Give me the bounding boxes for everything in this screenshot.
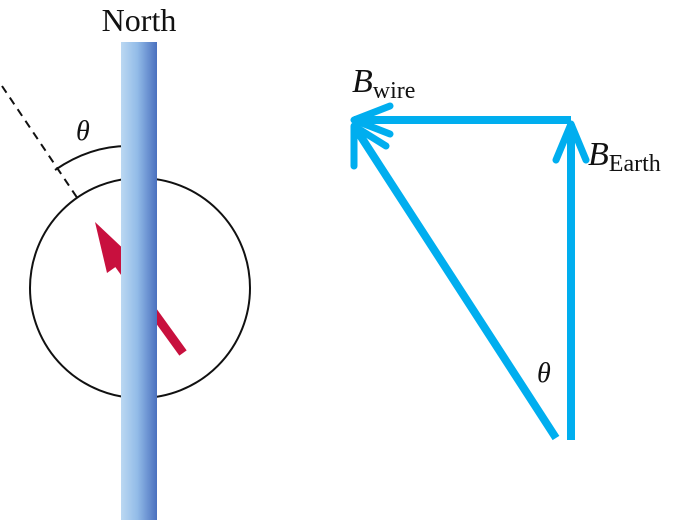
b-earth-label: BEarth xyxy=(588,136,661,177)
compass-panel: θ North xyxy=(1,2,251,520)
resultant-arrowhead xyxy=(350,122,390,170)
angle-label-right: θ xyxy=(537,358,551,389)
current-carrying-wire xyxy=(121,42,157,520)
vector-triangle-panel: Bwire BEarth θ xyxy=(350,63,661,441)
dashed-reference-line xyxy=(1,85,81,203)
b-earth-vector xyxy=(552,120,590,440)
b-wire-arrowhead xyxy=(350,102,394,138)
angle-label-left: θ xyxy=(76,116,90,147)
b-wire-label: Bwire xyxy=(352,63,415,104)
north-label: North xyxy=(102,2,177,38)
angle-arc xyxy=(54,145,129,171)
b-wire-vector xyxy=(350,102,571,138)
resultant-field-vector xyxy=(350,122,560,441)
